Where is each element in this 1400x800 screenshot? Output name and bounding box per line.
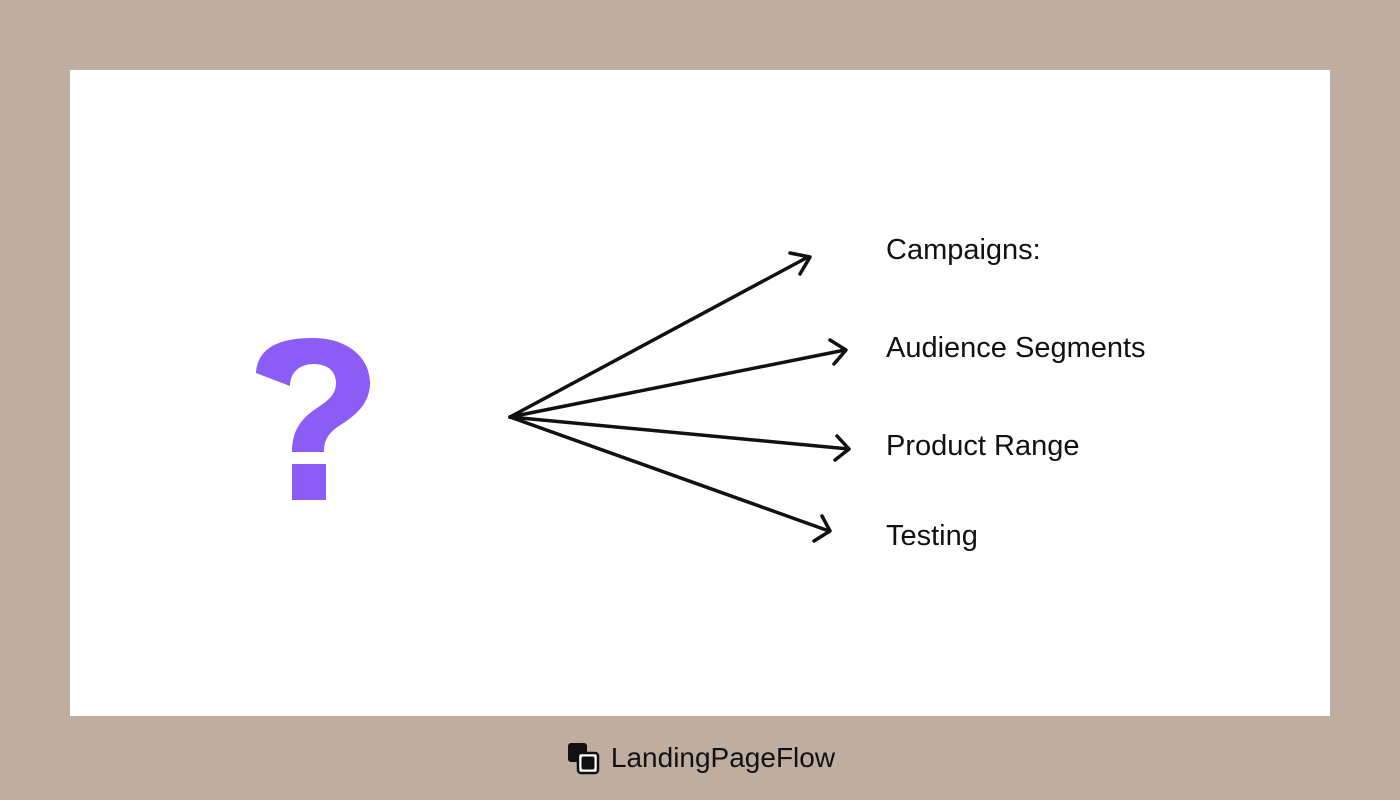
branch-label-campaigns: Campaigns: xyxy=(886,234,1041,266)
arrow-testing xyxy=(508,415,832,543)
branch-label-audience-segments: Audience Segments xyxy=(886,332,1146,364)
diagram-card xyxy=(70,70,1330,716)
footer-brand-name: LandingPageFlow xyxy=(610,742,836,773)
arrow-campaigns xyxy=(508,251,812,419)
branch-label-product-range: Product Range xyxy=(886,430,1080,462)
arrow-audience-segments xyxy=(508,338,848,419)
arrow-product-range xyxy=(508,415,851,462)
question-mark-icon xyxy=(256,338,370,500)
landingpageflow-logo-icon xyxy=(567,743,600,775)
branch-label-testing: Testing xyxy=(886,520,978,552)
footer-brand: LandingPageFlow xyxy=(0,736,1400,780)
